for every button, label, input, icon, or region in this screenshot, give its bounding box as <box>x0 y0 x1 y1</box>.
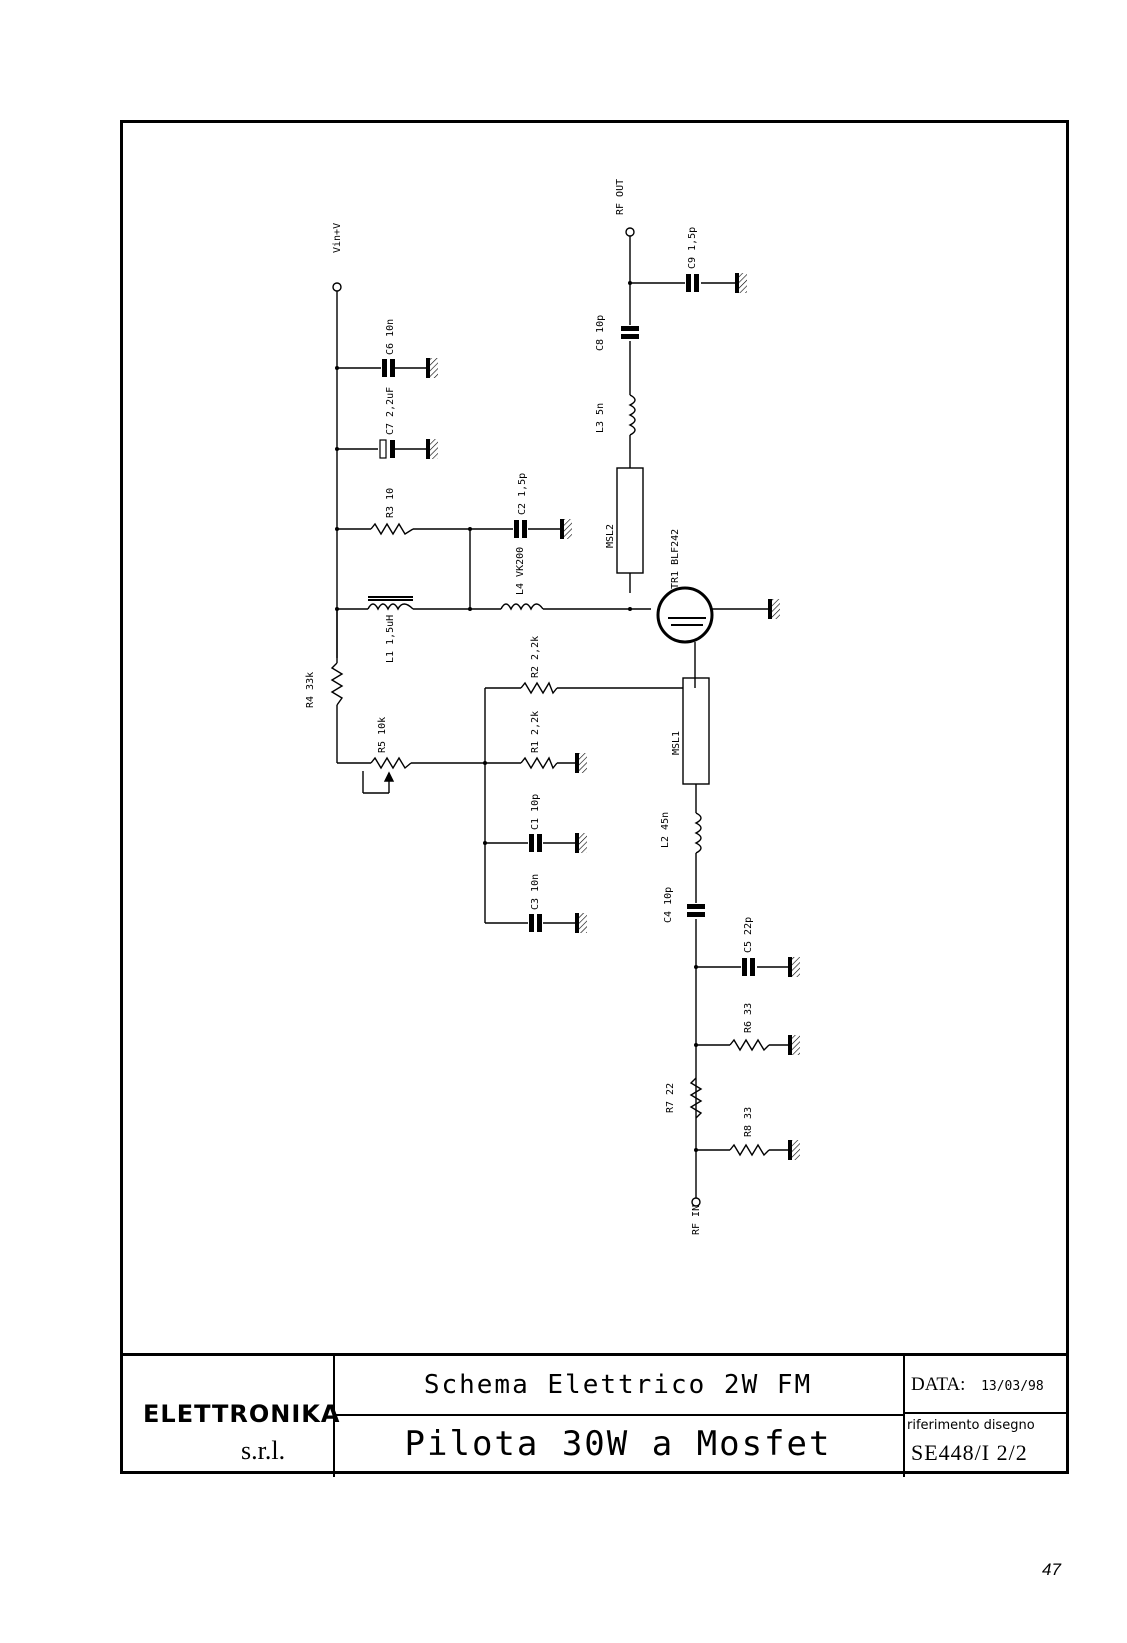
circuit-schematic: Vin+V RF OUT C6 10n C7 2,2uF R3 10 C2 1,… <box>305 179 800 1235</box>
date-value: 13/03/98 <box>981 1379 1044 1394</box>
label-l1: L1 1,5uH <box>385 615 396 663</box>
tr1-mosfet <box>656 586 714 644</box>
label-c5: C5 22p <box>743 917 754 953</box>
label-c3: C3 10n <box>530 874 541 910</box>
vin-terminal[interactable] <box>332 282 342 292</box>
label-c6: C6 10n <box>385 319 396 355</box>
label-rf-in: RF IN <box>691 1205 702 1235</box>
logo-cell: ELETTRONIKA s.r.l. <box>123 1356 339 1477</box>
info-cell: DATA: 13/03/98 riferimento disegno SE448… <box>903 1356 1066 1477</box>
company-logo: ELETTRONIKA <box>143 1400 341 1428</box>
date-row: DATA: 13/03/98 <box>903 1356 1066 1414</box>
label-l2: L2 45n <box>660 812 671 848</box>
label-r3: R3 10 <box>385 488 396 518</box>
label-c8: C8 10p <box>595 315 606 351</box>
label-l4: L4 VK200 <box>515 547 526 595</box>
label-c4: C4 10p <box>663 887 674 923</box>
label-r4: R4 33k <box>305 672 316 708</box>
label-c7: C7 2,2uF <box>385 387 396 435</box>
page-number: 47 <box>1042 1560 1061 1579</box>
label-msl2: MSL2 <box>605 524 616 548</box>
company-suffix: s.r.l. <box>241 1436 286 1465</box>
label-c9: C9 1,5p <box>687 227 698 269</box>
rf-in-terminal[interactable] <box>691 1197 701 1207</box>
label-c1: C1 10p <box>530 794 541 830</box>
label-c2: C2 1,5p <box>517 473 528 515</box>
reference-value: SE448/I 2/2 <box>911 1440 1028 1465</box>
label-r2: R2 2,2k <box>530 636 541 678</box>
label-msl1: MSL1 <box>671 731 682 755</box>
label-r7: R7 22 <box>665 1083 676 1113</box>
label-r6: R6 33 <box>743 1003 754 1033</box>
drawing-frame: Vin+V RF OUT C6 10n C7 2,2uF R3 10 C2 1,… <box>120 120 1069 1477</box>
title-cell: Schema Elettrico 2W FM Pilota 30W a Mosf… <box>333 1356 905 1477</box>
label-r5: R5 10k <box>377 717 388 753</box>
label-vin: Vin+V <box>332 223 343 253</box>
label-r8: R8 33 <box>743 1107 754 1137</box>
msl2-stripline <box>616 467 644 574</box>
drawing-title: Schema Elettrico 2W FM <box>333 1356 903 1416</box>
date-label: DATA: <box>911 1374 966 1395</box>
label-tr1: TR1 BLF242 <box>670 529 681 589</box>
drawing-subtitle: Pilota 30W a Mosfet <box>404 1424 832 1464</box>
rf-out-terminal[interactable] <box>625 227 635 237</box>
label-r1: R1 2,2k <box>530 711 541 753</box>
reference-label: riferimento disegno <box>907 1418 1035 1433</box>
label-rf-out: RF OUT <box>615 179 626 215</box>
title-block: ELETTRONIKA s.r.l. Schema Elettrico 2W F… <box>123 1353 1066 1477</box>
label-l3: L3 5n <box>595 403 606 433</box>
msl1-stripline <box>682 677 710 785</box>
